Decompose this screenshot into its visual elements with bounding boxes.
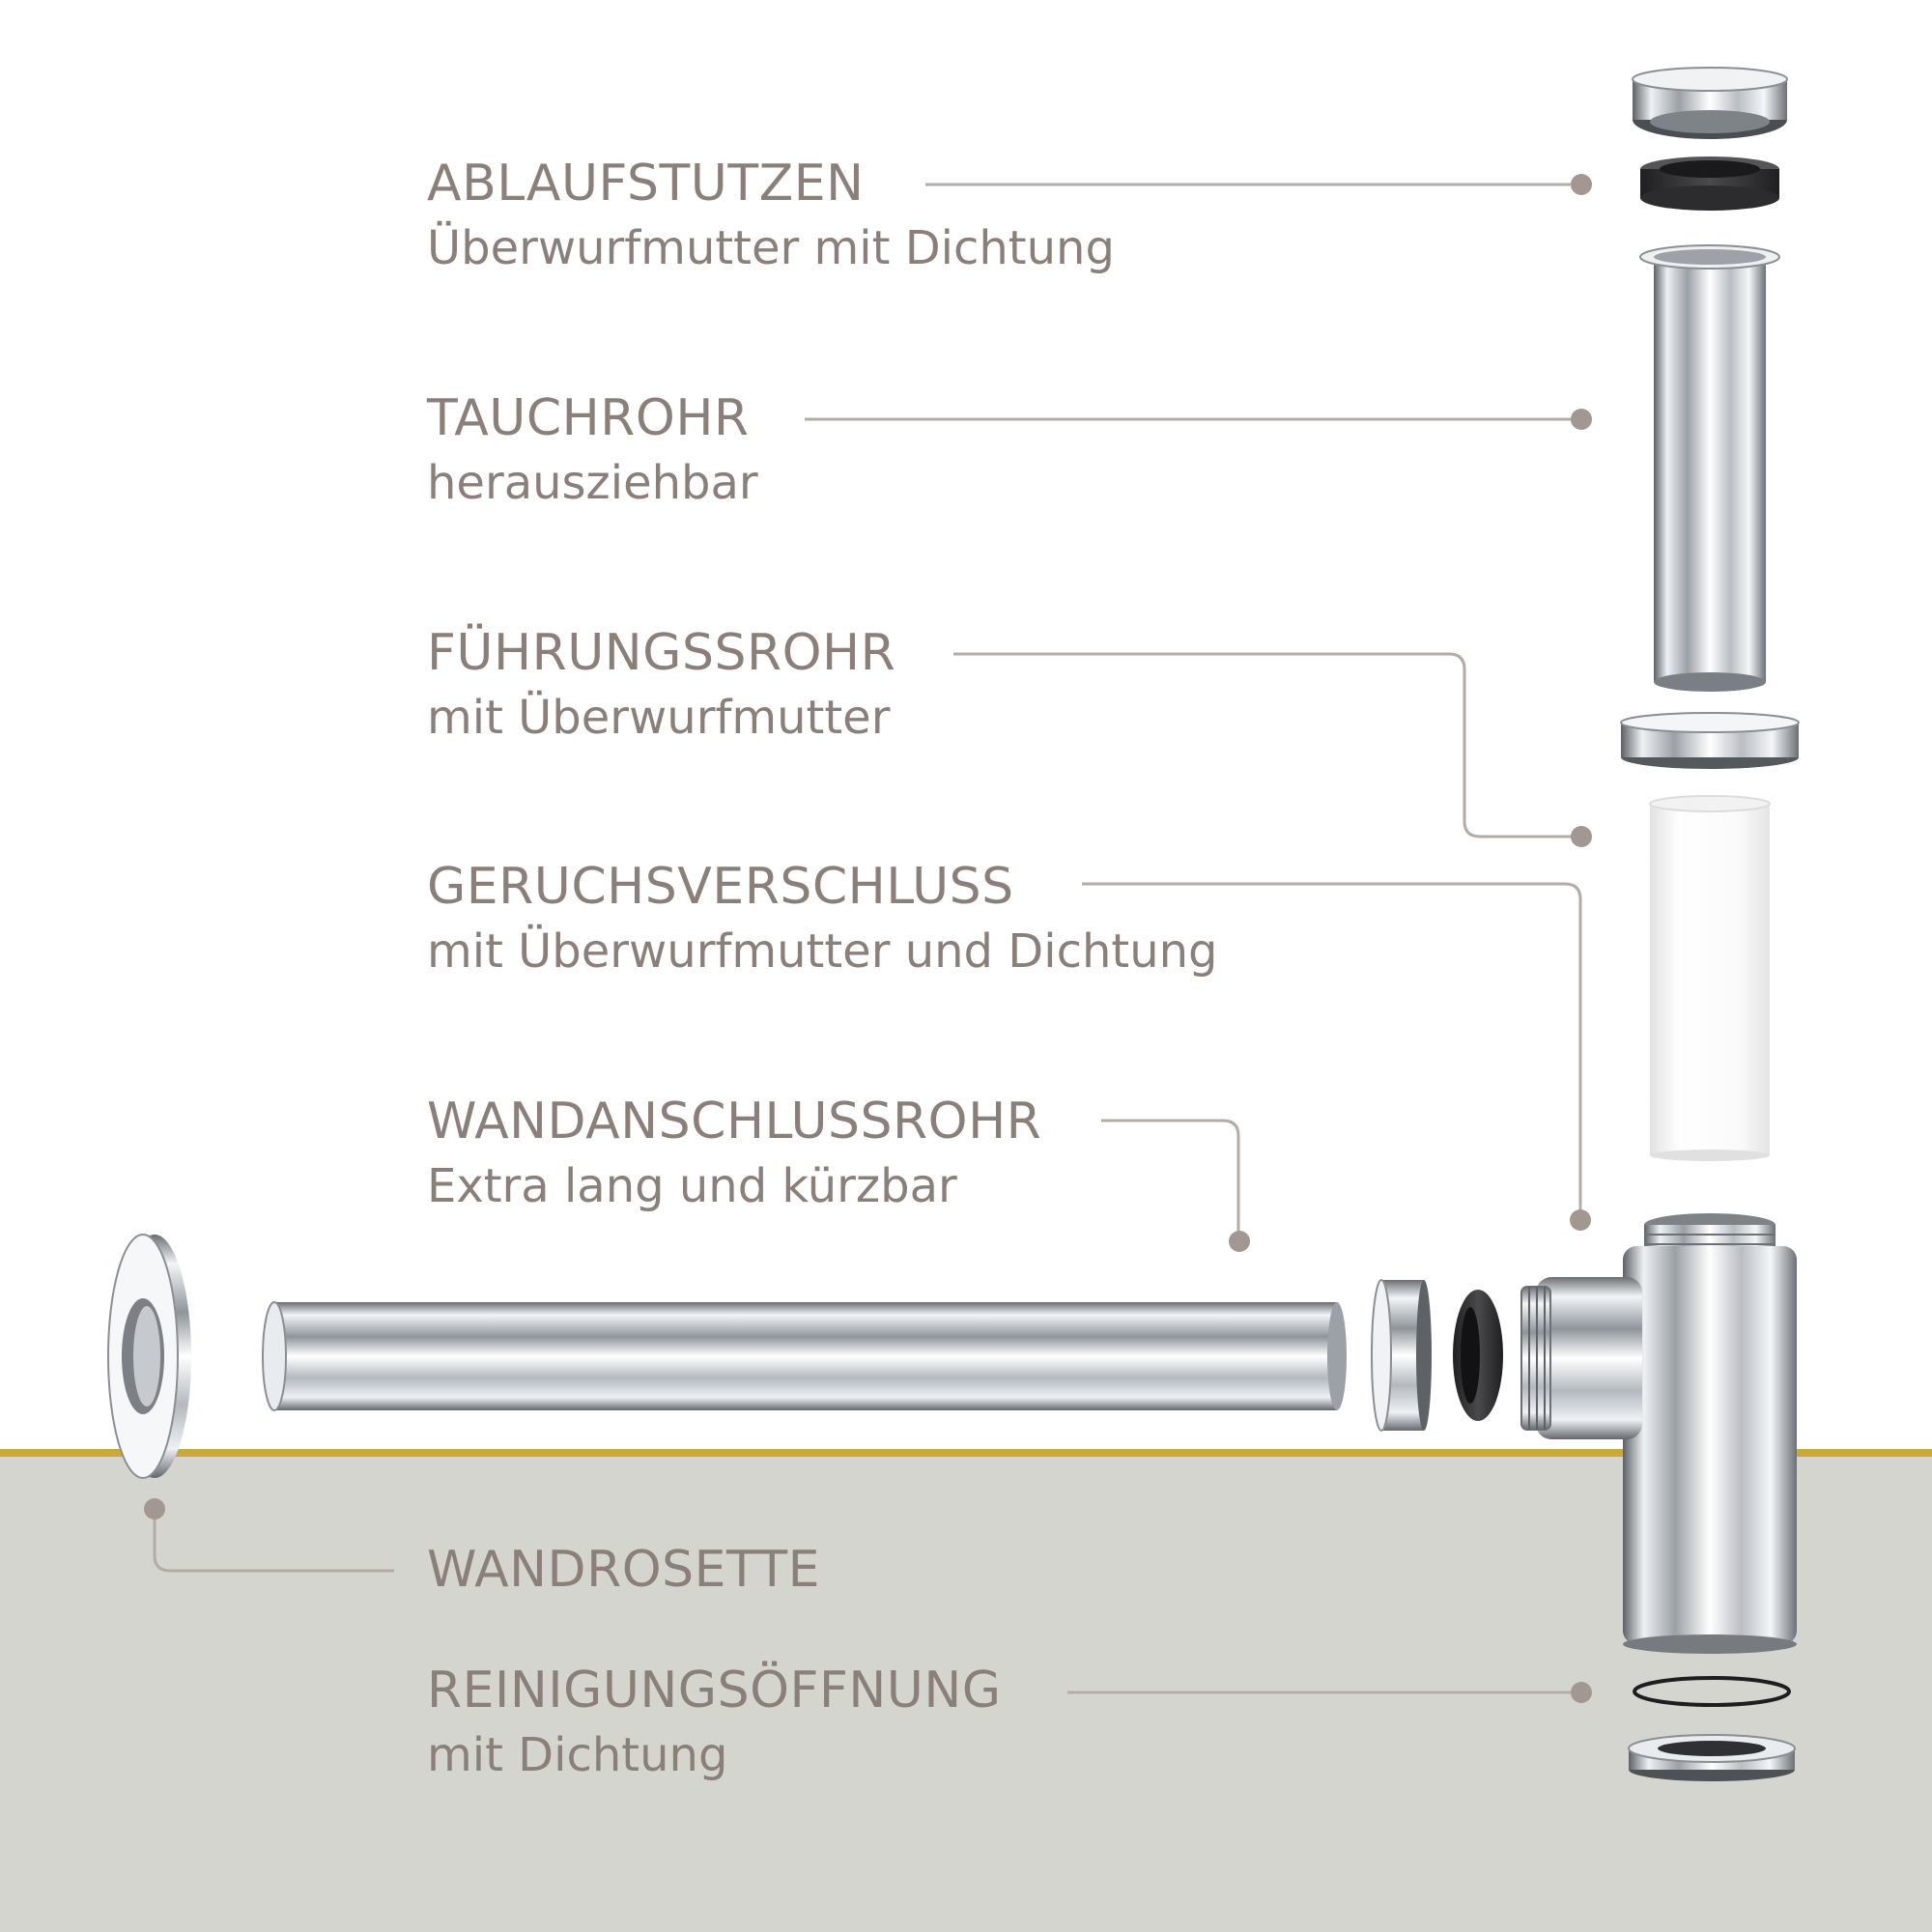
label-title: TAUCHROHR [427,389,750,447]
label-subtitle: mit Überwurfmutter [427,691,891,745]
rubber-seal-icon [1640,156,1779,211]
cap-nut-icon [1632,67,1788,139]
label-fuehrungsrohr: FÜHRUNGSSROHR mit Überwurfmutter [427,622,895,752]
dot-fuehrungsrohr [1571,826,1592,847]
leader-geruchsverschluss [1082,882,1582,1219]
bottom-cap-icon [1628,1734,1796,1781]
label-title: GERUCHSVERSCHLUSS [427,858,1014,916]
label-title: WANDANSCHLUSSROHR [427,1093,1042,1151]
ring-nut-icon [1620,712,1800,769]
label-title: WANDROSETTE [427,1541,820,1599]
label-subtitle: mit Überwurfmutter und Dichtung [427,924,1218,979]
dot-reinigungsoeffnung [1571,1682,1592,1703]
leader-lines [153,183,1582,1694]
label-reinigungsoeffnung: REINIGUNGSÖFFNUNG mit Dichtung [427,1660,1002,1789]
white-plastic-pipe-icon [1649,795,1771,1161]
floor-area [0,1454,1932,1932]
label-title: REINIGUNGSÖFFNUNG [427,1662,1002,1719]
chrome-pipe-icon [1639,244,1780,692]
t-piece-icon [1520,1213,1797,1654]
dot-ablaufstutzen [1571,174,1592,195]
leader-dots [144,174,1592,1703]
label-subtitle: herausziehbar [427,456,758,510]
label-title: ABLAUFSTUTZEN [427,155,865,213]
label-tauchrohr: TAUCHROHR herausziehbar [427,387,758,517]
pipe-rubber-seal-icon [1453,1290,1503,1421]
label-wandrosette: WANDROSETTE [427,1539,820,1601]
label-title: FÜHRUNGSSROHR [427,624,896,682]
dot-geruchsverschluss [1570,1209,1591,1231]
leader-wandanschlussrohr [1101,1119,1240,1240]
label-subtitle: Überwurfmutter mit Dichtung [427,221,1115,275]
leader-wandrosette [153,1509,394,1573]
gold-floor-line [0,1449,1932,1457]
label-geruchsverschluss: GERUCHSVERSCHLUSS mit Überwurfmutter und… [427,856,1218,985]
leader-fuehrungsrohr [953,652,1580,838]
pipe-ring-nut-icon [1371,1279,1432,1432]
horizontal-chrome-pipe-icon [262,1301,1347,1411]
label-subtitle: Extra lang und kürzbar [427,1159,957,1213]
rosette-disc-icon [107,1234,191,1479]
dot-tauchrohr [1571,409,1592,430]
label-wandanschlussrohr: WANDANSCHLUSSROHR Extra lang und kürzbar [427,1091,1041,1220]
dot-wandrosette [144,1498,165,1520]
o-ring-icon [1633,1676,1791,1707]
dot-wandanschlussrohr [1229,1231,1250,1252]
label-subtitle: mit Dichtung [427,1728,728,1782]
label-ablaufstutzen: ABLAUFSTUTZEN Überwurfmutter mit Dichtun… [427,153,1115,282]
